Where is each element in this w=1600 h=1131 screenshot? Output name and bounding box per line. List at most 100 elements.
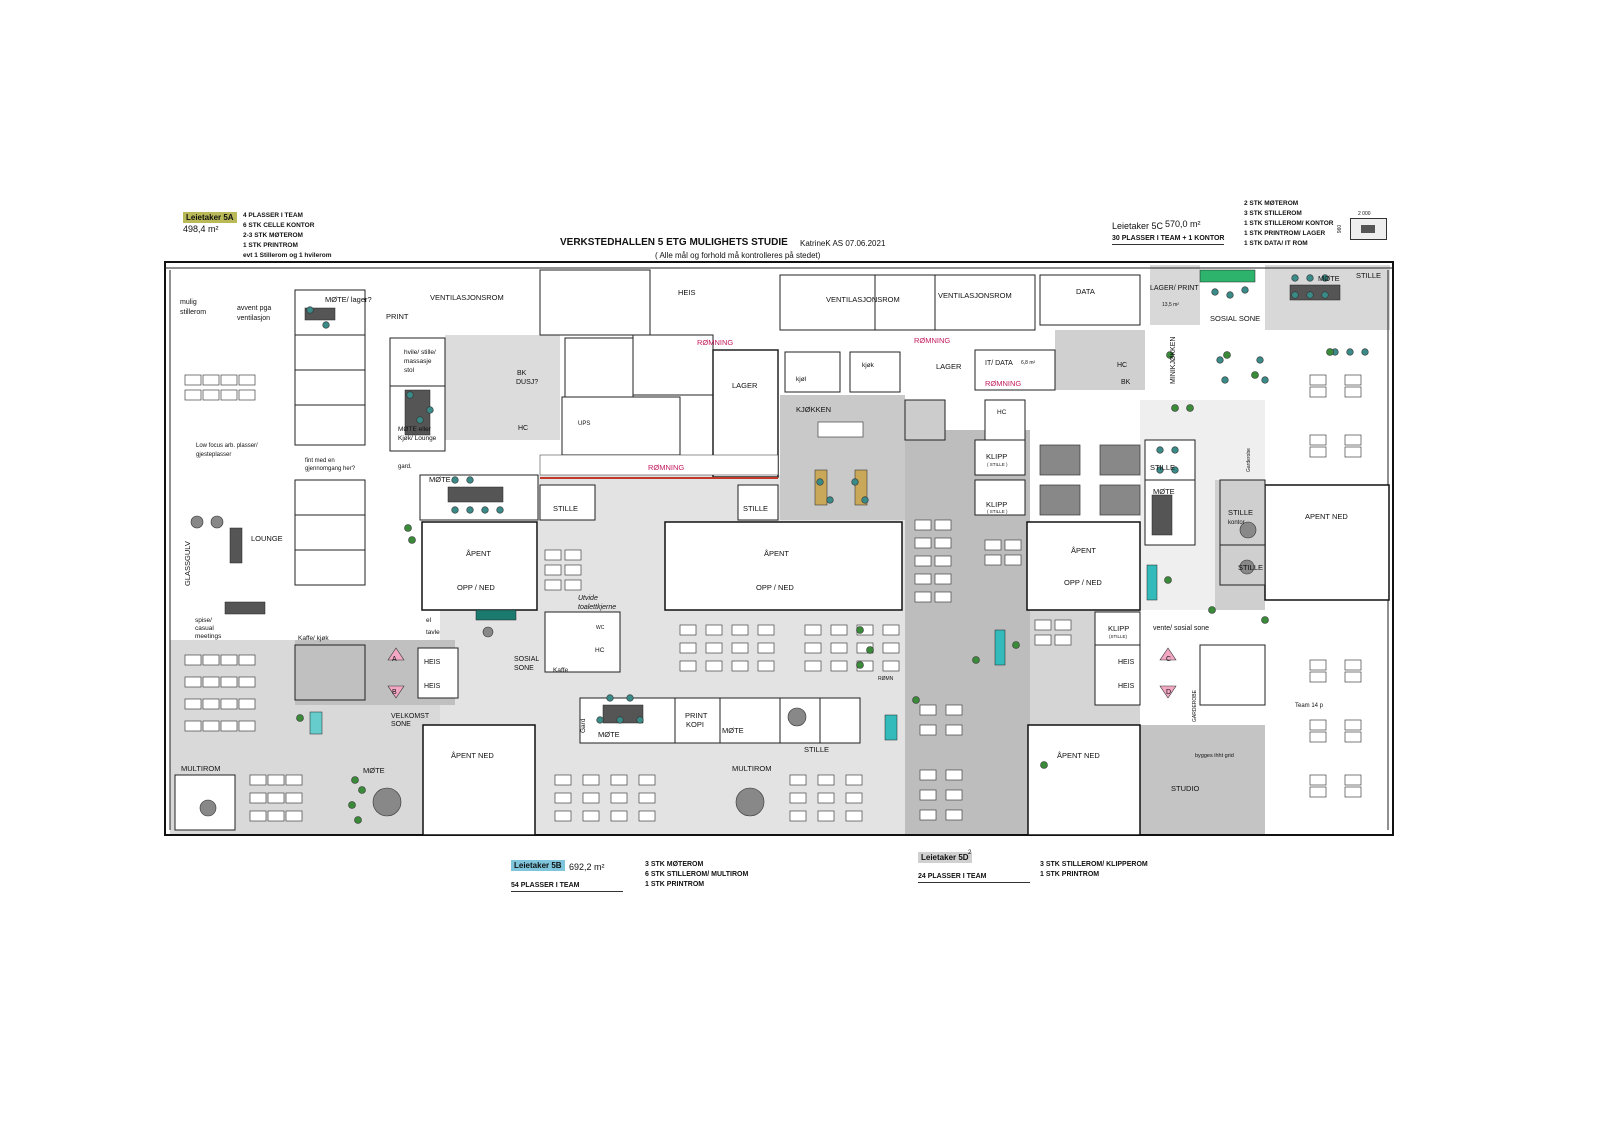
desk-dark bbox=[1344, 731, 1362, 743]
desk bbox=[757, 642, 775, 654]
scale-width: 2 000 bbox=[1358, 211, 1371, 217]
room-label: C bbox=[1166, 656, 1171, 663]
desk bbox=[238, 654, 256, 666]
counter bbox=[475, 609, 517, 621]
page-title: VERKSTEDHALLEN 5 ETG MULIGHETS STUDIE bbox=[560, 237, 788, 248]
round-table bbox=[190, 515, 204, 529]
chair bbox=[1171, 446, 1179, 454]
meeting-table bbox=[1151, 494, 1173, 536]
desk bbox=[202, 374, 220, 386]
room-label: KJØKKEN bbox=[796, 405, 831, 414]
quiet-room bbox=[737, 484, 779, 521]
plant bbox=[1208, 606, 1216, 614]
requirement-line: 1 STK PRINTROM bbox=[243, 242, 298, 249]
desk bbox=[220, 374, 238, 386]
room-label: fint med en bbox=[305, 458, 335, 464]
desk bbox=[914, 519, 932, 531]
desk bbox=[267, 792, 285, 804]
data-room bbox=[1039, 274, 1141, 326]
vent-room bbox=[779, 274, 876, 331]
desk-dark bbox=[1344, 446, 1362, 458]
desk-dark bbox=[1309, 374, 1327, 386]
plant bbox=[408, 536, 416, 544]
chair bbox=[1306, 291, 1314, 299]
requirement-line: 3 STK MØTEROM bbox=[645, 861, 704, 868]
room-label: STILLE bbox=[804, 745, 829, 754]
desk-dark bbox=[1309, 386, 1327, 398]
desk bbox=[757, 624, 775, 636]
room-label: ( STILLE ) bbox=[987, 509, 1008, 514]
chair bbox=[322, 321, 330, 329]
plant bbox=[1166, 351, 1174, 359]
room-label: STILLE bbox=[553, 504, 578, 513]
quiet-room bbox=[539, 484, 596, 521]
room-label: BK bbox=[517, 370, 527, 377]
desk bbox=[914, 537, 932, 549]
shaft bbox=[564, 337, 634, 399]
desk-dark bbox=[1344, 434, 1362, 446]
room-label: A bbox=[392, 656, 397, 663]
room-label: UPS bbox=[578, 421, 590, 427]
room-label: DATA bbox=[1076, 287, 1095, 296]
lift-a bbox=[417, 647, 459, 699]
chair bbox=[1321, 274, 1329, 282]
room-label: 13,5 m² bbox=[1162, 302, 1179, 308]
room-label: HC bbox=[595, 647, 605, 654]
chair bbox=[1261, 376, 1269, 384]
desk bbox=[817, 774, 835, 786]
room-label: SONE bbox=[514, 665, 534, 672]
desk bbox=[679, 660, 697, 672]
room-label: RØMN bbox=[878, 676, 894, 682]
desk bbox=[582, 774, 600, 786]
studio-shade bbox=[1140, 725, 1265, 835]
desk bbox=[544, 564, 562, 576]
desk bbox=[945, 704, 963, 716]
toilet-core bbox=[544, 611, 621, 673]
room-label: bygges ihht grid bbox=[1195, 753, 1234, 759]
desk bbox=[285, 792, 303, 804]
plant bbox=[404, 524, 412, 532]
opening-2 bbox=[664, 521, 903, 611]
room-label: APENT NED bbox=[1305, 512, 1348, 521]
round-table bbox=[787, 707, 807, 727]
desk bbox=[731, 642, 749, 654]
room-label: gard. bbox=[398, 464, 412, 470]
room-label: Low focus arb. plasser/ bbox=[196, 443, 258, 449]
room-label: hvile/ stille/ bbox=[404, 349, 436, 356]
room-label: avvent pga bbox=[237, 305, 271, 312]
room-label: RØMNING bbox=[648, 463, 684, 472]
room-label: gjennomgang her? bbox=[305, 466, 356, 472]
desk bbox=[220, 698, 238, 710]
desk bbox=[1004, 554, 1022, 566]
desk-dark bbox=[1309, 719, 1327, 731]
kitchen-table bbox=[814, 469, 828, 506]
desk bbox=[238, 698, 256, 710]
room-label: Gard bbox=[580, 718, 587, 733]
room-label: MØTE bbox=[722, 726, 744, 735]
desk bbox=[184, 654, 202, 666]
room-label: MØTE bbox=[429, 475, 451, 484]
room-label: HEIS bbox=[1118, 659, 1135, 666]
desk-dark bbox=[1344, 671, 1362, 683]
requirement-line: 1 STK PRINTROM bbox=[1040, 871, 1100, 878]
desk bbox=[945, 769, 963, 781]
meeting-table bbox=[602, 704, 644, 724]
opening-5 bbox=[422, 724, 536, 836]
desk bbox=[220, 720, 238, 732]
desk bbox=[830, 660, 848, 672]
chair bbox=[1291, 291, 1299, 299]
sofa bbox=[309, 711, 323, 735]
plant bbox=[1164, 576, 1172, 584]
elevator-marker bbox=[387, 647, 405, 661]
desk-dark bbox=[1344, 786, 1362, 798]
room-label: OPP / NED bbox=[1064, 578, 1102, 587]
plant bbox=[1326, 348, 1334, 356]
room-label: Kaffe/ kjøk bbox=[298, 635, 329, 642]
room-label: KOPI bbox=[686, 720, 704, 729]
room-label: HEIS bbox=[1118, 683, 1135, 690]
vent-room bbox=[934, 274, 1036, 331]
desk bbox=[705, 624, 723, 636]
elevator-marker bbox=[387, 685, 405, 699]
desk bbox=[238, 374, 256, 386]
chair bbox=[1256, 356, 1264, 364]
